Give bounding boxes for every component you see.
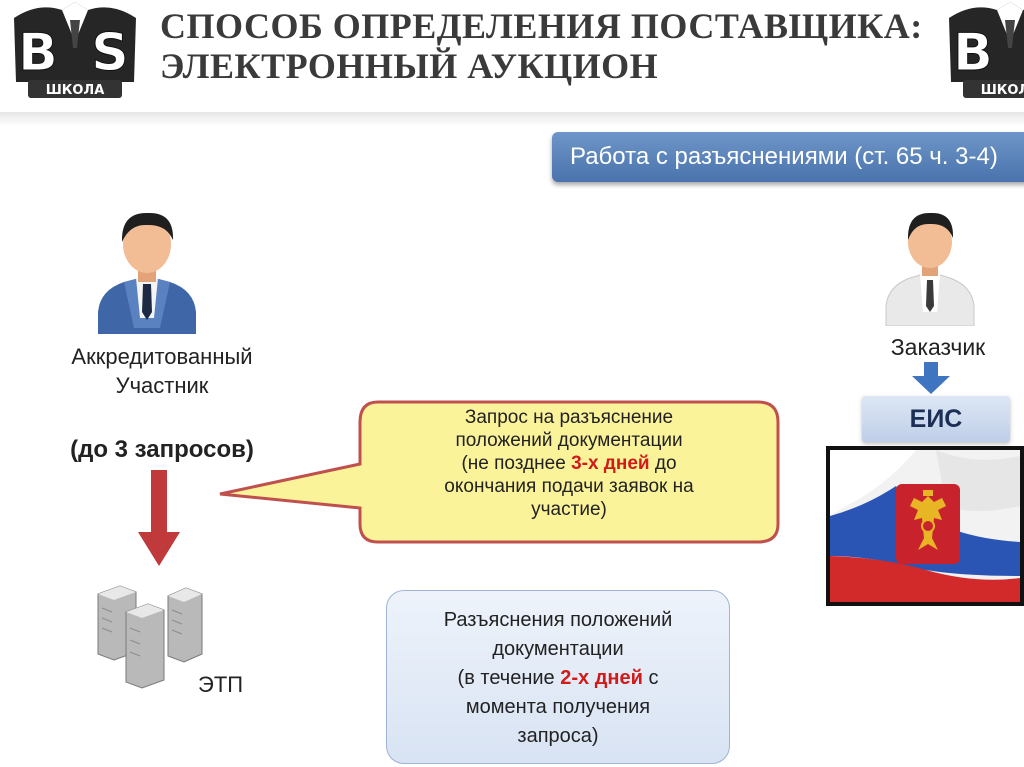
double-headed-eagle-icon (910, 490, 946, 550)
request-callout-text: Запрос на разъяснение положений документ… (372, 406, 766, 521)
header-divider (0, 112, 1024, 126)
request-limit-label: (до 3 запросов) (70, 436, 254, 463)
etp-label: ЭТП (198, 672, 244, 697)
participant-label-line2: Участник (115, 373, 209, 398)
logo-caption-left: ШКОЛА (46, 83, 105, 98)
clar-line-4: момента получения (465, 696, 651, 718)
request-line-4: окончания подачи заявок на (444, 476, 694, 497)
customer-label: Заказчик (890, 334, 986, 360)
request-line-3: (не позднее 3-х дней до (372, 452, 766, 475)
customer-person-icon (885, 212, 975, 326)
participant-label-line1: Аккредитованный (71, 344, 253, 369)
svg-text:B: B (953, 23, 993, 83)
clar-line-5: запроса) (517, 725, 599, 747)
clar-line-3-post: с (642, 667, 659, 689)
clarification-text: Разъяснения положений документации (в те… (386, 606, 730, 751)
page-title: СПОСОБ ОПРЕДЕЛЕНИЯ ПОСТАВЩИКА: ЭЛЕКТРОНН… (160, 6, 923, 86)
etp-servers-icon (97, 585, 203, 689)
eis-label: ЕИС (909, 405, 963, 433)
down-arrow-red-icon (138, 470, 180, 566)
title-line-2: ЭЛЕКТРОННЫЙ АУКЦИОН (160, 46, 659, 86)
russian-flag-emblem-image (826, 446, 1024, 606)
eis-box: ЕИС (862, 396, 1010, 442)
clar-line-2: документации (492, 638, 624, 660)
bs-school-logo-right: B S ШКОЛА (949, 2, 1024, 98)
request-line-5: участие) (531, 499, 607, 520)
request-line-3-pre: (не позднее (461, 453, 572, 474)
clar-line-1: Разъяснения положений (443, 609, 673, 631)
clar-deadline-highlight: 2-х дней (560, 667, 643, 689)
clar-line-3: (в течение 2-х дней с (386, 664, 730, 693)
bs-school-logo-left: B S ШКОЛА (14, 2, 136, 98)
request-callout-bubble (219, 400, 780, 544)
request-line-1: Запрос на разъяснение (464, 407, 674, 428)
request-line-2: положений документации (455, 430, 683, 451)
section-banner: Работа с разъяснениями (ст. 65 ч. 3-4) (552, 132, 1024, 182)
clarification-box (386, 590, 730, 764)
title-line-1: СПОСОБ ОПРЕДЕЛЕНИЯ ПОСТАВЩИКА: (160, 6, 923, 46)
banner-text: Работа с разъяснениями (ст. 65 ч. 3-4) (570, 143, 998, 170)
slide-header (0, 0, 1024, 118)
request-deadline-highlight: 3-х дней (571, 453, 650, 474)
request-line-3-post: до (649, 453, 677, 474)
participant-person-icon (98, 212, 196, 334)
logo-letter-b: B (18, 23, 58, 83)
logo-caption-right: ШКОЛА (981, 83, 1024, 98)
down-arrow-blue-icon (912, 362, 950, 394)
clar-line-3-pre: (в течение (457, 667, 561, 689)
participant-label: Аккредитованный Участник (30, 342, 294, 400)
logo-letter-s: S (91, 23, 128, 83)
